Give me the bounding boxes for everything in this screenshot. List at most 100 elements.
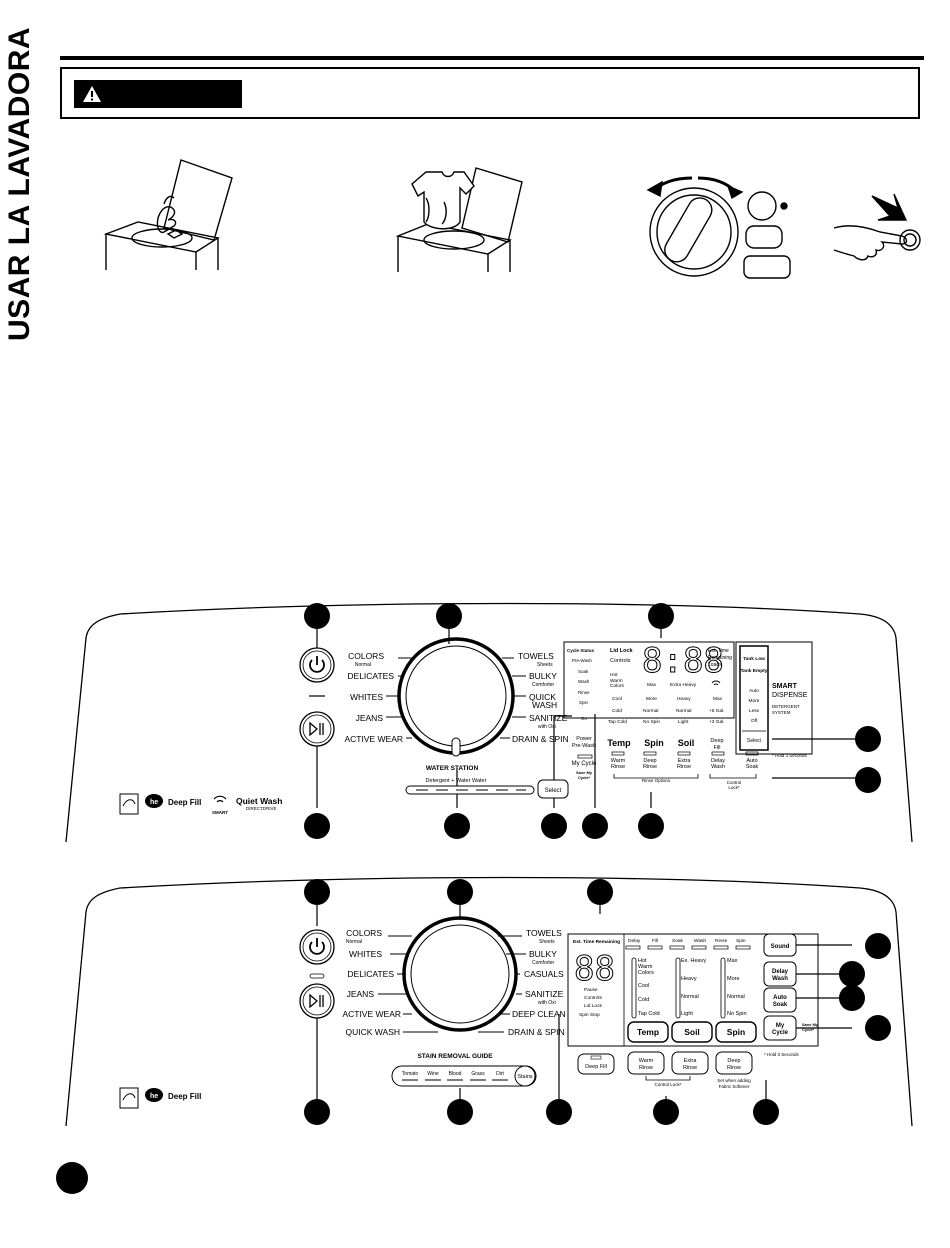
auto-soak-button[interactable]: Auto Soak <box>763 987 797 1013</box>
stains-button[interactable]: Stains <box>514 1065 536 1087</box>
dial-cycle-labels-right: TOWELS Sheets BULKY Comforter QUICK WASH… <box>512 651 569 744</box>
he-logo-icon <box>145 794 163 808</box>
temp-options: Hot Warm Colors Cool Cold Tap Cold <box>608 672 627 725</box>
water-station-indicator-bar <box>405 785 535 795</box>
water-station-labels: Detergent + Water Water <box>426 778 487 784</box>
svg-text:Temp: Temp <box>637 1027 659 1037</box>
warm-rinse-button[interactable]: Warm Rinse <box>627 1051 665 1075</box>
svg-text:Soak: Soak <box>773 1002 788 1008</box>
my-cycle-button[interactable]: My Cycle <box>572 761 597 767</box>
start-pause-button[interactable] <box>299 983 335 1019</box>
callout-marker <box>444 813 470 839</box>
callout-marker <box>436 603 462 629</box>
svg-text:Soak: Soak <box>672 938 684 944</box>
callout-marker <box>546 1099 572 1125</box>
svg-text:he: he <box>150 1093 158 1100</box>
cycle-option: DRAIN & SPIN <box>508 1027 565 1037</box>
deep-fill-button[interactable]: Deep Fill <box>577 1053 615 1075</box>
power-button[interactable] <box>299 647 335 683</box>
callout-marker <box>855 767 881 793</box>
cycle-option: JEANS <box>356 713 384 723</box>
power-prewash-button[interactable]: Power Pre-Wash <box>572 736 596 749</box>
svg-text:Ex. Heavy: Ex. Heavy <box>681 958 706 964</box>
temp-button[interactable]: Temp <box>627 1021 669 1043</box>
dial-leader-lines <box>386 657 526 739</box>
svg-text:WASH: WASH <box>532 700 557 710</box>
soil-button[interactable]: Soil <box>678 738 695 748</box>
panel2-display-area <box>567 933 819 1047</box>
svg-text:Rinse: Rinse <box>643 764 657 770</box>
est-time-label: Est. Time Remaining <box>573 939 620 945</box>
control-panel-model-2: COLORS Normal WHITES DELICATES JEANS ACT… <box>65 876 913 1127</box>
svg-text:Rinse: Rinse <box>578 690 590 695</box>
svg-text:Rinse: Rinse <box>715 938 728 944</box>
svg-text:Rinse: Rinse <box>677 764 691 770</box>
side-title-text: USAR LA LAVADORA <box>3 26 36 342</box>
my-cycle-button[interactable]: My Cycle <box>763 1015 797 1041</box>
load-clothes-illustration <box>395 167 523 272</box>
callout-marker <box>447 1099 473 1125</box>
spin-button[interactable]: Spin <box>715 1021 757 1043</box>
progress-labels: Delay Fill Soak Wash Rinse Spin <box>628 938 746 944</box>
svg-text:Auto: Auto <box>746 758 757 764</box>
svg-text:Max: Max <box>727 958 738 964</box>
svg-text:Off: Off <box>751 718 758 724</box>
svg-text:Tomato: Tomato <box>402 1071 419 1077</box>
controls-lock-status: Controls <box>610 658 631 664</box>
callout-marker <box>648 603 674 629</box>
cycle-selector-dial[interactable] <box>402 916 518 1032</box>
extra-rinse-button[interactable]: Extra Rinse <box>671 1051 709 1075</box>
svg-text:Deep Fill: Deep Fill <box>168 1092 201 1101</box>
svg-text:Normal: Normal <box>676 708 691 714</box>
cycle-option: WHITES <box>350 692 383 702</box>
lid-lock-status: Lid Lock <box>610 648 634 654</box>
cycle-option: QUICK WASH <box>346 1027 400 1037</box>
dial-and-buttons-illustration <box>646 176 791 279</box>
sound-button[interactable]: Sound <box>763 933 797 957</box>
cycle-selector-dial[interactable] <box>397 637 515 757</box>
soil-options: Ex. Heavy Heavy Normal Light <box>681 958 706 1017</box>
cycle-option: TOWELS <box>526 928 562 938</box>
delay-wash-button[interactable]: Delay Wash <box>763 961 797 987</box>
deep-rinse-button[interactable]: Deep Rinse <box>715 1051 753 1075</box>
water-station-select-button[interactable]: Select <box>537 779 569 799</box>
start-pause-button[interactable] <box>299 711 335 747</box>
svg-text:Soak: Soak <box>746 764 759 770</box>
deep-fill-button[interactable]: Deep Fill <box>710 738 723 751</box>
temp-button[interactable]: Temp <box>607 738 631 748</box>
svg-text:+3 Gal.: +3 Gal. <box>709 719 725 725</box>
cycle-option: SANITIZE <box>525 989 564 999</box>
page-marker-dot <box>56 1162 88 1194</box>
panel2-outline <box>65 876 913 1127</box>
svg-text:Select: Select <box>545 788 562 794</box>
warning-box <box>60 67 920 119</box>
svg-text:Hot: Hot <box>638 958 647 964</box>
svg-text:Controls: Controls <box>584 995 602 1001</box>
svg-text:Spin: Spin <box>579 700 589 705</box>
panel2-logos: he Deep Fill <box>119 1087 201 1109</box>
time-display: 88 <box>574 949 615 989</box>
control-lock-label: Control Lock* <box>727 780 742 790</box>
svg-text:Fabric Softener: Fabric Softener <box>719 1084 750 1089</box>
stain-options: Tomato Wine Blood Grass Dirt <box>402 1071 505 1077</box>
svg-text:Est. Time: Est. Time <box>708 648 729 654</box>
svg-text:Wash: Wash <box>711 764 725 770</box>
svg-text:Soak: Soak <box>578 669 589 674</box>
smart-dispense-select-button[interactable]: Select <box>747 738 762 744</box>
power-button[interactable] <box>299 929 335 965</box>
svg-text:More: More <box>646 696 657 702</box>
svg-text:Deep: Deep <box>710 738 723 744</box>
cycle-option: ACTIVE WEAR <box>342 1009 401 1019</box>
callout-marker <box>638 813 664 839</box>
svg-text:Comforter: Comforter <box>532 960 555 966</box>
soil-button[interactable]: Soil <box>671 1021 713 1043</box>
svg-text:Heavy: Heavy <box>681 976 697 982</box>
svg-text:Pre-Wash: Pre-Wash <box>572 743 596 749</box>
spin-button[interactable]: Spin <box>644 738 664 748</box>
svg-text:Cold: Cold <box>612 708 622 714</box>
